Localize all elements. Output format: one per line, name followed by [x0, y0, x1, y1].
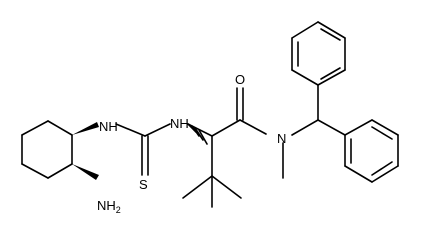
bond-alpha-to-carbonyl-c	[211, 119, 241, 137]
amine-label: NH2	[97, 198, 121, 215]
ring-bond	[47, 120, 73, 136]
bond-nh-to-thiourea-c	[115, 123, 146, 137]
ring-bond	[317, 69, 346, 86]
hash-line	[194, 127, 204, 141]
bond-thiourea-c-to-nh	[144, 123, 171, 137]
amide-n-label: N	[277, 131, 286, 146]
wedge-bond-to-nh2	[72, 164, 99, 180]
hash-line	[191, 125, 200, 137]
upper-phenyl-ring	[291, 21, 346, 86]
bond-carbonyl-to-amide-n	[239, 119, 267, 135]
amine-nh-text: NH	[97, 198, 116, 213]
carbonyl-o-label: O	[235, 72, 245, 87]
ring-bond	[291, 21, 319, 39]
ring-bond	[371, 165, 399, 183]
nh-cyclohexyl-label: NH	[99, 119, 118, 134]
molecule-structure: NH NH S NH2 O N	[21, 21, 399, 215]
aromatic-inner-bond	[320, 67, 341, 80]
ring-bond	[371, 119, 399, 136]
tbutyl-methyl-bond	[182, 175, 213, 199]
bond-nh-to-alpha-c	[187, 123, 213, 137]
hashed-wedge-bond	[187, 123, 208, 145]
tbutyl-methyl-bond	[211, 175, 242, 199]
aromatic-inner-bond	[371, 161, 393, 176]
lower-phenyl-ring	[344, 119, 399, 183]
aromatic-inner-bond	[320, 28, 341, 41]
cyclohexane-ring	[21, 120, 73, 179]
nh-thiourea-label: NH	[170, 116, 189, 131]
ring-bond	[21, 120, 49, 136]
hash-line	[198, 129, 208, 145]
ring-bond	[291, 69, 319, 86]
amine-subscript: 2	[116, 205, 121, 215]
thione-s-label: S	[139, 177, 148, 192]
wedge-bond-to-nh	[72, 122, 99, 135]
ring-bond	[344, 165, 373, 183]
structure-canvas: NH NH S NH2 O N	[21, 21, 399, 215]
ring-bond	[344, 119, 373, 136]
bond-amide-n-to-benzhydryl-c	[291, 119, 319, 136]
aromatic-inner-bond	[371, 126, 393, 140]
ring-bond	[317, 21, 346, 39]
ring-bond	[21, 163, 49, 179]
bond-to-lower-phenyl	[317, 119, 346, 136]
ring-bond	[47, 163, 73, 179]
